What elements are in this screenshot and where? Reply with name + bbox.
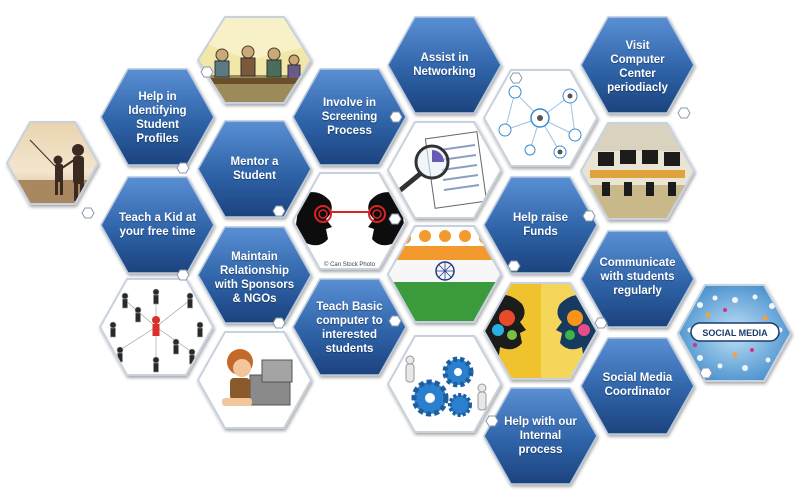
role-label-maintain-relationship: Maintain Relationship with Sponsors & NG…: [214, 251, 295, 305]
role-label-mentor: Mentor a Student: [230, 156, 279, 182]
kid-reading-cartoon: [196, 331, 313, 429]
role-hex-raise-funds: [483, 176, 598, 274]
india-flag-people-icon: [386, 225, 503, 323]
father-son-beach-photo: [5, 121, 100, 205]
connector-node: [485, 415, 499, 427]
role-label-social-media: Social Media Coordinator: [602, 372, 673, 398]
role-hex-internal-process: [483, 387, 598, 485]
role-hex-social-media: [580, 337, 695, 435]
connector-node: [507, 260, 521, 272]
role-label-help-identify: Help in Identifying Student Profiles: [128, 91, 187, 145]
connector-node: [509, 72, 523, 84]
gears-teamwork-icon: [386, 335, 503, 433]
role-hex-networking: [387, 16, 502, 114]
role-label-teach-computer: Teach Basic computer to interested stude…: [316, 301, 383, 355]
colorful-heads-icon: [482, 282, 599, 380]
role-label-teach-kid: Teach a Kid at your free time: [118, 212, 197, 238]
center-person-red: [152, 316, 160, 336]
connector-node: [272, 205, 286, 217]
connector-node: [699, 367, 713, 379]
connector-node: [677, 107, 691, 119]
role-label-internal-process: Help with our Internal process: [504, 416, 577, 456]
people-network-icon: [98, 278, 215, 376]
role-label-visit-center: Visit Computer Center periodiacly: [607, 40, 668, 94]
role-hex-teach-computer: [292, 278, 407, 376]
role-hex-mentor: [197, 120, 312, 218]
connector-node: [594, 317, 608, 329]
social-media-badge-icon: SOCIAL MEDIA: [676, 284, 793, 382]
connector-node: [272, 317, 286, 329]
classroom-students-sketch: [196, 16, 313, 104]
connector-node: [388, 315, 402, 327]
role-label-communicate: Communicate with students regularly: [599, 257, 676, 297]
connector-node: [389, 111, 403, 123]
role-hex-screening: [292, 68, 407, 166]
role-label-networking: Assist in Networking: [413, 52, 476, 78]
social-media-badge-text: SOCIAL MEDIA: [702, 328, 768, 338]
computer-lab-photo: [579, 122, 696, 220]
connector-node: [81, 207, 95, 219]
connector-node: [176, 162, 190, 174]
role-hex-visit-center: [580, 16, 695, 114]
role-label-screening: Involve in Screening Process: [321, 97, 378, 137]
network-nodes-icon: [482, 69, 599, 167]
role-hex-communicate: [580, 230, 695, 328]
role-label-raise-funds: Help raise Funds: [513, 212, 568, 238]
magnifier-document-icon: [386, 121, 503, 219]
connector-nodes: [81, 66, 713, 427]
image-caption: © Can Stock Photo: [324, 262, 376, 268]
connector-node: [582, 210, 596, 222]
connector-node: [388, 213, 402, 225]
connector-node: [176, 269, 190, 281]
connector-node: [200, 66, 214, 78]
